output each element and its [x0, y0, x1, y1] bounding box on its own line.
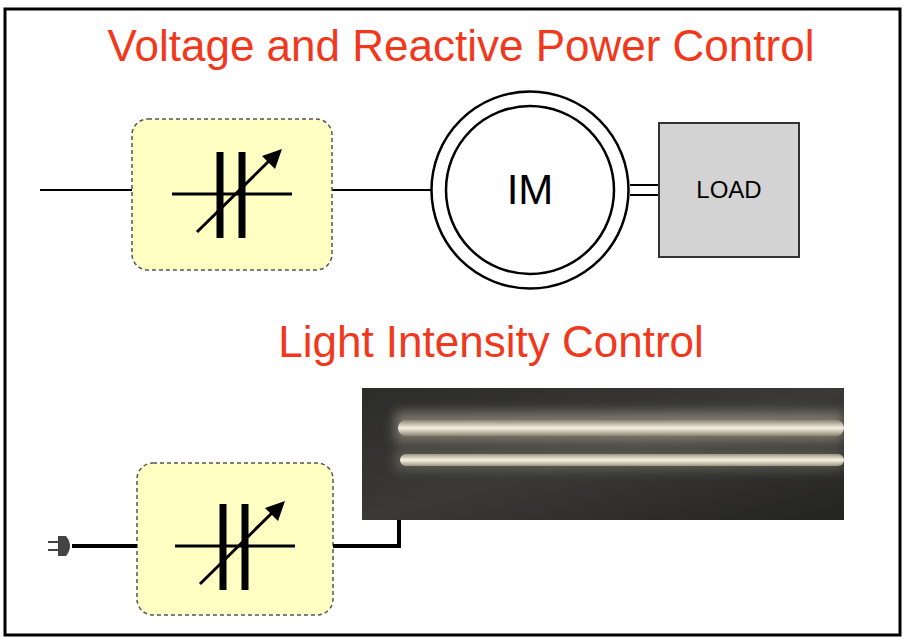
- variable-capacitor-symbol: [175, 501, 295, 590]
- node-text: LOAD: [696, 176, 761, 204]
- wire: [331, 189, 432, 191]
- controller-box: [137, 463, 333, 615]
- frame: [5, 9, 900, 635]
- shaft-connector: [630, 185, 658, 195]
- section-heading: Light Intensity Control: [278, 318, 704, 366]
- section-heading: Voltage and Reactive Power Control: [108, 22, 815, 70]
- fluorescent-lamp-picture: [362, 388, 844, 520]
- wire: [333, 518, 399, 546]
- controller-box: [132, 119, 332, 270]
- variable-capacitor-symbol: [172, 149, 292, 238]
- plug-icon: [48, 536, 70, 556]
- load-box: LOAD: [658, 122, 800, 258]
- node-text: IM: [507, 166, 554, 214]
- wire: [72, 544, 137, 548]
- wire: [40, 189, 133, 191]
- motor-circle: IM: [430, 90, 630, 290]
